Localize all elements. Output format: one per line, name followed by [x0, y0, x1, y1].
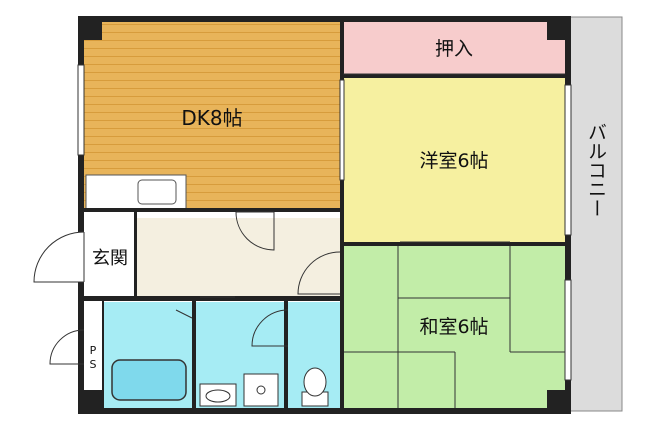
washitsu-room: [343, 246, 565, 408]
bathtub-icon: [111, 359, 187, 401]
ps-label-p: P: [90, 344, 97, 357]
youshitsu-label: 洋室6帖: [419, 150, 488, 172]
balcony-area: [569, 16, 623, 412]
oshiire-label: 押入: [435, 38, 473, 60]
washitsu-label: 和室6帖: [419, 316, 488, 338]
ps-space: [84, 302, 102, 408]
oshiire-closet: [343, 22, 565, 74]
ps-label-s: S: [90, 358, 97, 371]
door-swings: [33, 211, 341, 365]
sliding-doors: [200, 73, 565, 298]
washing-machine-pan-icon: [243, 373, 279, 407]
hall-area: [136, 218, 340, 296]
kitchen-counter: [85, 174, 187, 211]
tatami-lines: [343, 246, 565, 408]
dk-label: DK8帖: [181, 106, 242, 130]
youshitsu-room: [343, 78, 565, 243]
toilet-icon: [301, 367, 329, 407]
balcony-label: バルコニー: [585, 123, 607, 218]
genkan-entrance: [84, 218, 136, 296]
genkan-label: 玄関: [92, 248, 128, 269]
windows: [77, 64, 572, 381]
wash-basin-icon: [199, 383, 237, 407]
sink-icon: [137, 179, 177, 205]
